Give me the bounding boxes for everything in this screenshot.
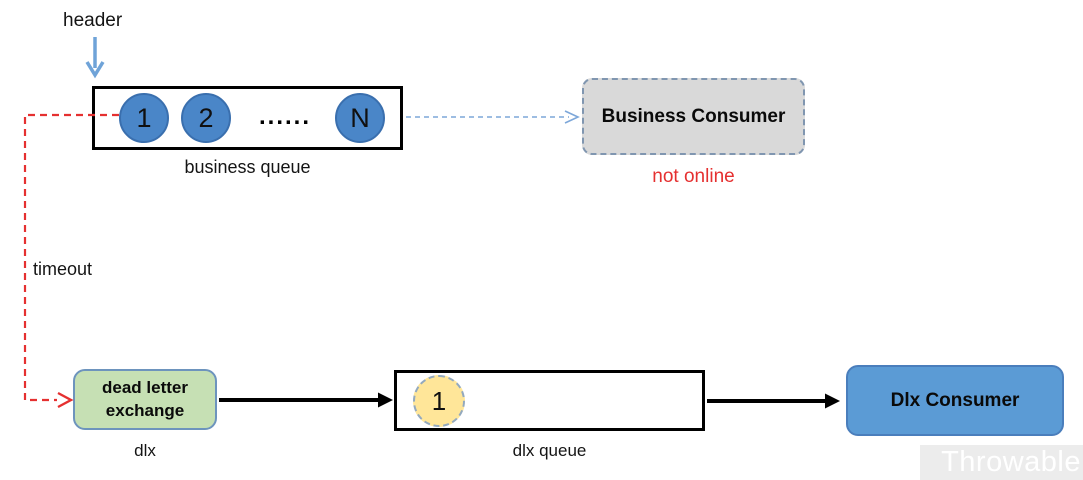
- exchange-to-dlx-queue-arrow: [219, 392, 393, 408]
- dlx-queue-to-consumer-arrow: [707, 393, 840, 409]
- dlx-consumer-label: Dlx Consumer: [890, 389, 1020, 411]
- queue-to-consumer-arrow: [406, 110, 580, 124]
- message-circle-2: 2: [181, 93, 231, 143]
- dlx-message-circle-1: 1: [413, 375, 465, 427]
- header-arrow: [85, 37, 105, 79]
- dead-letter-exchange-box: dead letter exchange: [73, 369, 217, 430]
- business-consumer-box: Business Consumer: [582, 78, 805, 155]
- timeout-label: timeout: [33, 259, 93, 279]
- business-queue-caption: business queue: [184, 157, 311, 177]
- business-consumer-label: Business Consumer: [601, 105, 786, 127]
- dlx-consumer-box: Dlx Consumer: [846, 365, 1064, 436]
- message-circle-1: 1: [119, 93, 169, 143]
- status-not-online: not online: [652, 166, 735, 187]
- queue-ellipsis: ......: [258, 103, 311, 130]
- dlx-queue-caption: dlx queue: [512, 441, 587, 460]
- dead-letter-exchange-label: dead letter exchange: [102, 377, 188, 420]
- header-label: header: [63, 10, 123, 31]
- watermark: Throwable: [920, 445, 1083, 480]
- dlx-caption: dlx: [134, 441, 156, 460]
- message-circle-n: N: [335, 93, 385, 143]
- dlx-queue: 1: [394, 370, 705, 431]
- business-queue: 1 2 ...... N: [92, 86, 403, 150]
